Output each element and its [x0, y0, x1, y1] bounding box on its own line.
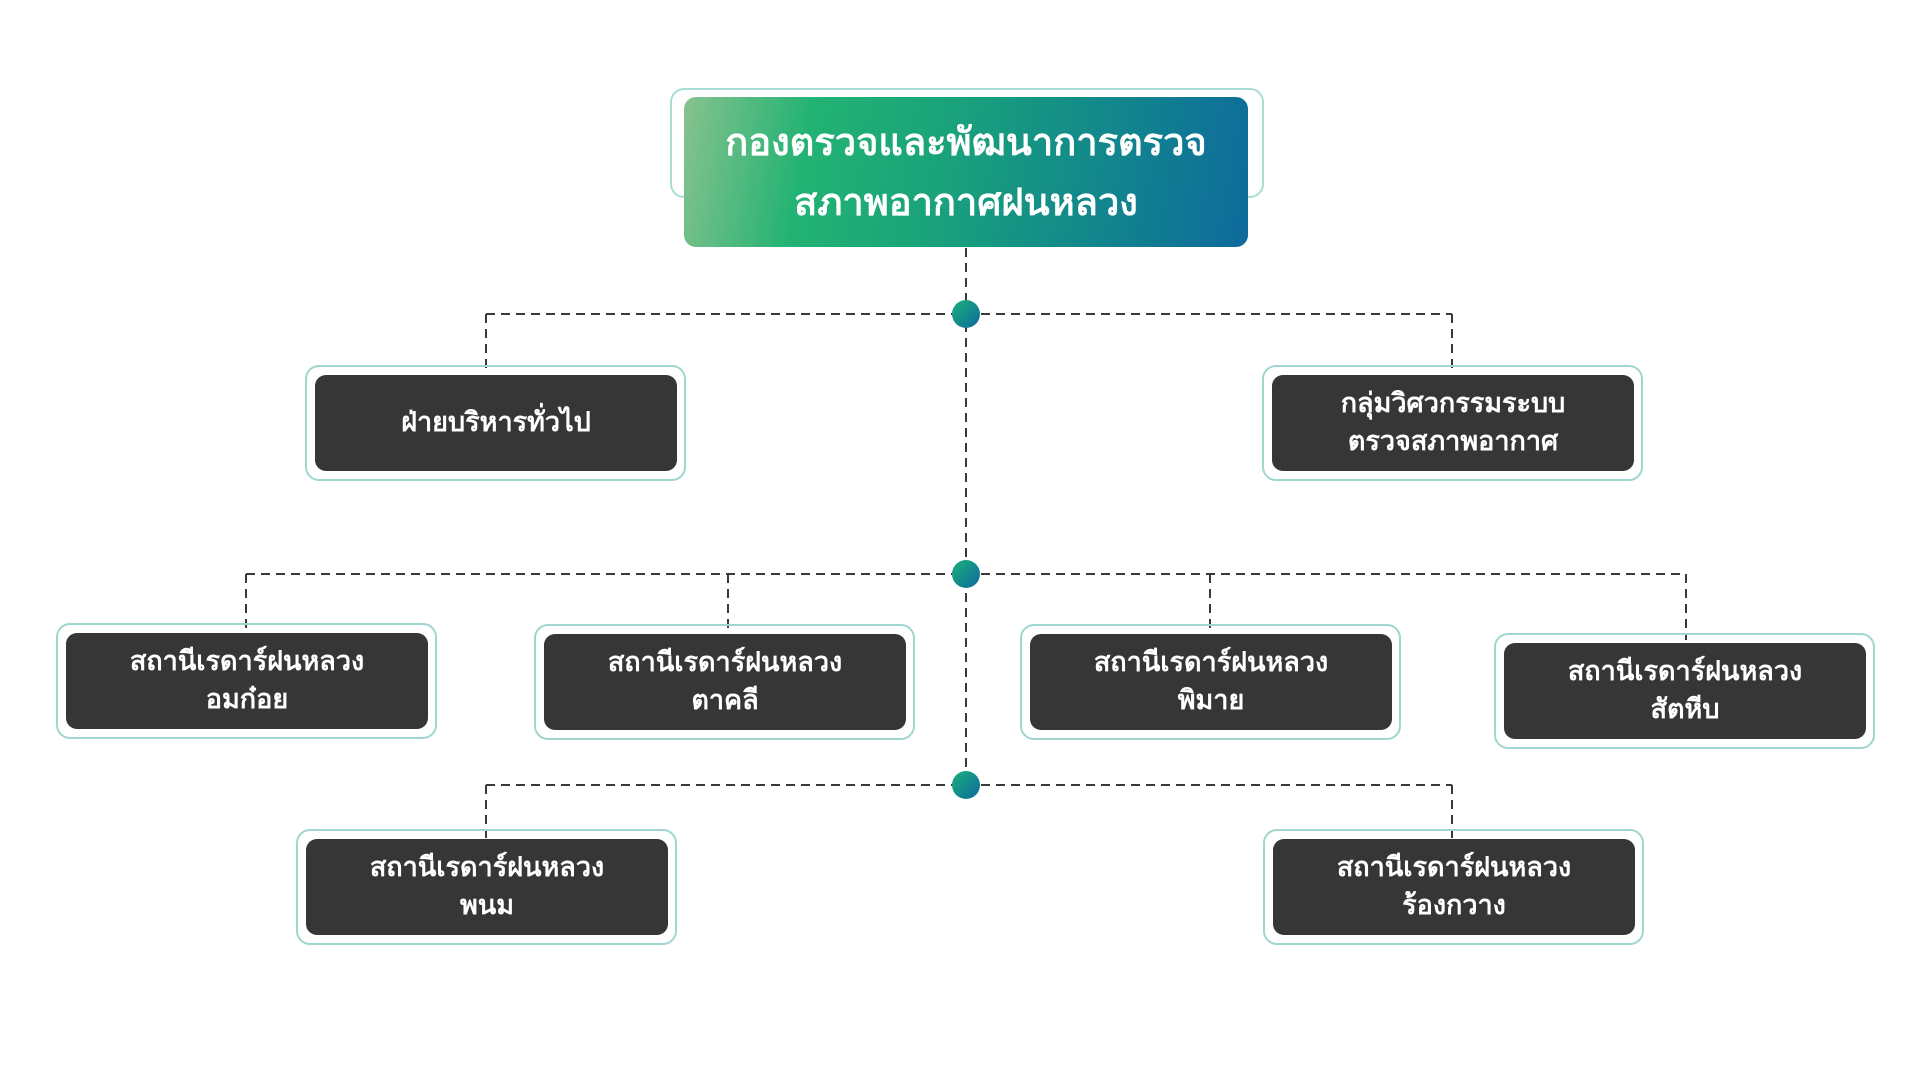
node-outline	[296, 829, 677, 945]
node-box: สถานีเรดาร์ฝนหลวง อมก๋อย	[66, 633, 428, 729]
node-label-line2: ตรวจสภาพอากาศ	[1347, 426, 1559, 457]
node-box: สถานีเรดาร์ฝนหลวง ร้องกวาง	[1273, 839, 1635, 935]
station-node-sattahip: สถานีเรดาร์ฝนหลวง สัตหีบ	[1494, 633, 1875, 749]
node-outline	[305, 365, 686, 481]
node-engineering-group: กลุ่มวิศวกรรมระบบ ตรวจสภาพอากาศ	[1262, 365, 1643, 481]
node-label-line2: สัตหีบ	[1650, 694, 1720, 725]
node-label-line2: อมก๋อย	[205, 684, 289, 715]
node-label-line1: สถานีเรดาร์ฝนหลวง	[1093, 647, 1329, 678]
node-general-administration: ฝ่ายบริหารทั่วไป	[305, 365, 686, 481]
root-title-line2: สภาพอากาศฝนหลวง	[794, 180, 1138, 224]
station-node-takhli: สถานีเรดาร์ฝนหลวง ตาคลี	[534, 624, 915, 740]
node-label-line2: ตาคลี	[691, 685, 759, 716]
station-node-omkoi: สถานีเรดาร์ฝนหลวง อมก๋อย	[56, 623, 437, 739]
node-box: สถานีเรดาร์ฝนหลวง สัตหีบ	[1504, 643, 1866, 739]
node-label-line1: สถานีเรดาร์ฝนหลวง	[1336, 852, 1572, 883]
node-outline	[1262, 365, 1643, 481]
root-title-line1: กองตรวจและพัฒนาการตรวจ	[725, 120, 1207, 164]
node-box: สถานีเรดาร์ฝนหลวง พนม	[306, 839, 668, 935]
node-outline	[1020, 624, 1401, 740]
node-outline	[56, 623, 437, 739]
node-label-line2: ร้องกวาง	[1402, 890, 1506, 921]
node-box: ฝ่ายบริหารทั่วไป	[315, 375, 677, 471]
node-label-line1: สถานีเรดาร์ฝนหลวง	[369, 852, 605, 883]
junction-dot	[952, 300, 980, 328]
junction-dot	[952, 560, 980, 588]
node-label-line2: พนม	[459, 890, 515, 921]
node-box: สถานีเรดาร์ฝนหลวง พิมาย	[1030, 634, 1392, 730]
node-label-line1: กลุ่มวิศวกรรมระบบ	[1340, 388, 1566, 419]
node-label-line1: สถานีเรดาร์ฝนหลวง	[1567, 656, 1803, 687]
node-outline	[1494, 633, 1875, 749]
station-node-phanom: สถานีเรดาร์ฝนหลวง พนม	[296, 829, 677, 945]
junction-dot	[952, 771, 980, 799]
node-label-line1: สถานีเรดาร์ฝนหลวง	[129, 646, 365, 677]
node-outline	[534, 624, 915, 740]
node-outline	[1263, 829, 1644, 945]
root-node: กองตรวจและพัฒนาการตรวจ สภาพอากาศฝนหลวง	[670, 88, 1264, 248]
node-box: สถานีเรดาร์ฝนหลวง ตาคลี	[544, 634, 906, 730]
node-label-line2: พิมาย	[1177, 685, 1245, 716]
root-node-box: กองตรวจและพัฒนาการตรวจ สภาพอากาศฝนหลวง	[684, 97, 1248, 247]
node-label-line1: สถานีเรดาร์ฝนหลวง	[607, 647, 843, 678]
node-label-line1: ฝ่ายบริหารทั่วไป	[401, 407, 591, 438]
station-node-rong-kwang: สถานีเรดาร์ฝนหลวง ร้องกวาง	[1263, 829, 1644, 945]
node-box: กลุ่มวิศวกรรมระบบ ตรวจสภาพอากาศ	[1272, 375, 1634, 471]
station-node-phimai: สถานีเรดาร์ฝนหลวง พิมาย	[1020, 624, 1401, 740]
